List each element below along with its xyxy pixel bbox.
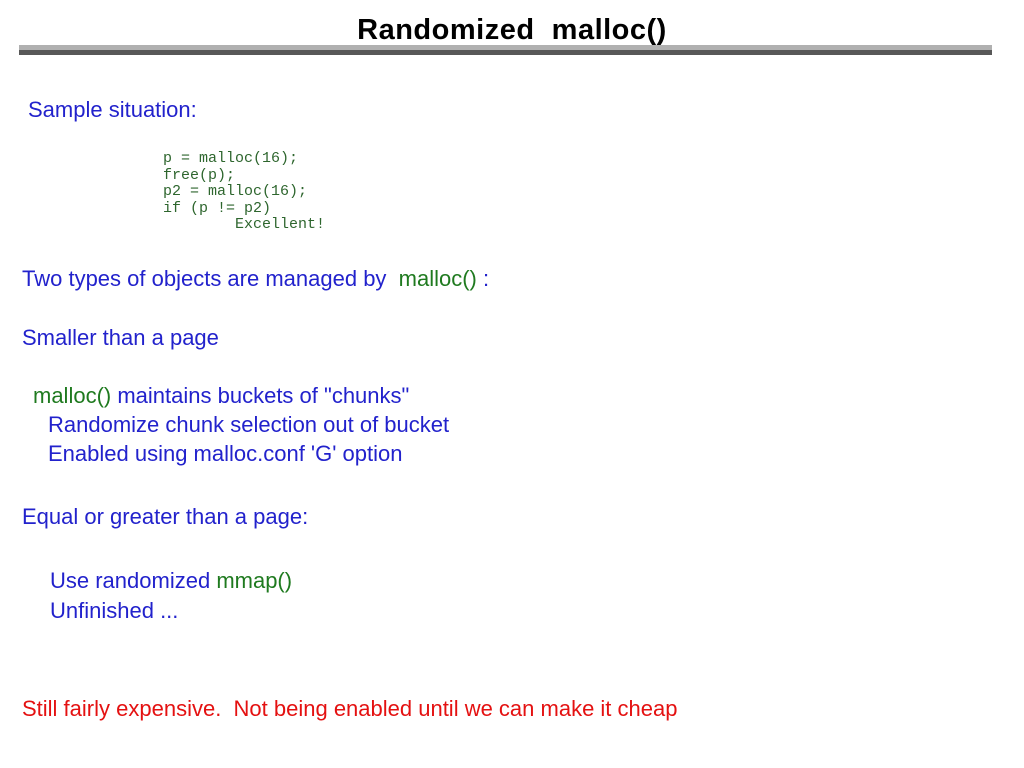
sample-situation-label: Sample situation: (28, 97, 197, 122)
slide-title: Randomized malloc() (357, 14, 667, 46)
line-randomize-chunk: Randomize chunk selection out of bucket (48, 412, 450, 437)
line-malloc-maintains-text: maintains buckets of "chunks" (111, 383, 410, 408)
line-smaller-than-page: Smaller than a page (22, 325, 219, 350)
mmap-function-name: mmap() (216, 568, 293, 593)
line-two-types-text: Two types of objects are managed by (22, 266, 399, 291)
line-two-types: Two types of objects are managed by mall… (22, 266, 489, 292)
title-rule-shadow (19, 50, 992, 55)
title-rule-highlight (19, 45, 992, 50)
line-unfinished: Unfinished ... (50, 598, 179, 623)
malloc-function-name: malloc() (33, 383, 112, 408)
footer-warning-note: Still fairly expensive. Not being enable… (22, 696, 678, 721)
line-use-mmap: Use randomized mmap() (50, 568, 292, 594)
line-equal-or-greater: Equal or greater than a page: (22, 504, 309, 529)
title-rule (19, 45, 992, 55)
line-two-types-colon: : (476, 266, 490, 291)
malloc-function-name: malloc() (398, 266, 477, 291)
code-block: p = malloc(16); free(p); p2 = malloc(16)… (163, 150, 326, 233)
line-enabled-option: Enabled using malloc.conf 'G' option (48, 441, 403, 466)
line-use-mmap-text: Use randomized (50, 568, 217, 593)
line-malloc-maintains: malloc() maintains buckets of "chunks" (33, 383, 409, 409)
